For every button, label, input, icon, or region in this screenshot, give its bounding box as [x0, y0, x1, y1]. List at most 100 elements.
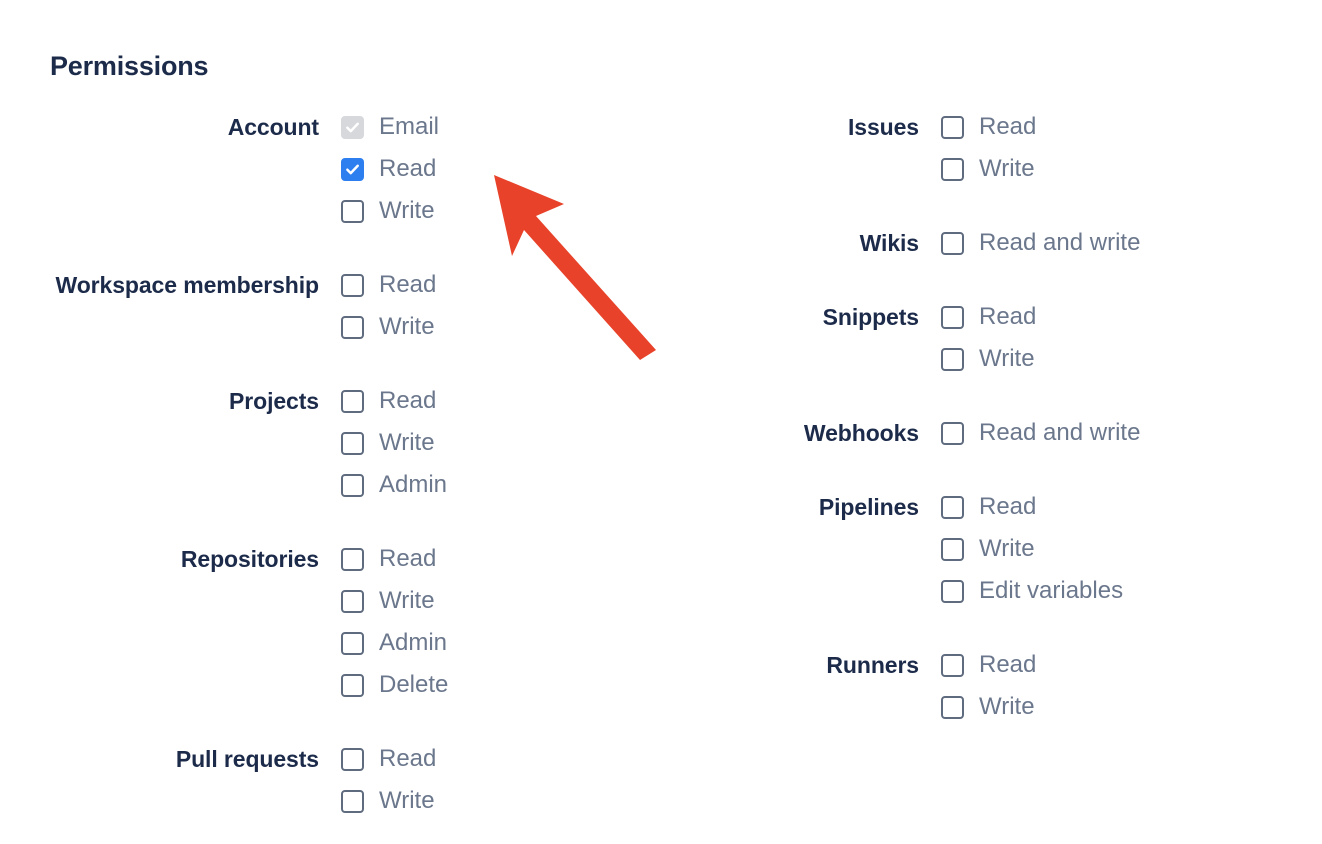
checkbox-read[interactable] — [941, 115, 964, 139]
permission-option-row[interactable]: Edit variables — [941, 570, 1322, 612]
permission-group-label: Pull requests — [175, 746, 319, 772]
permission-option-label: Write — [379, 197, 435, 224]
checkbox-read[interactable] — [341, 747, 364, 771]
permission-option-row[interactable]: Write — [341, 780, 660, 822]
checkbox-write[interactable] — [941, 157, 964, 181]
permission-option-row[interactable]: Admin — [341, 464, 660, 506]
checkbox-read[interactable] — [341, 273, 364, 297]
permission-group-label: Snippets — [822, 304, 919, 330]
page-title: Permissions — [50, 51, 209, 81]
permission-option-row[interactable]: Read — [941, 106, 1322, 148]
permission-option-label: Read and write — [979, 419, 1141, 446]
checkbox-admin[interactable] — [341, 631, 364, 655]
permission-option-label: Write — [979, 345, 1035, 372]
permission-option-label: Write — [979, 693, 1035, 720]
checkbox-write[interactable] — [341, 431, 364, 455]
permission-option-row[interactable]: Write — [941, 528, 1322, 570]
checkbox-email — [341, 115, 364, 139]
permission-option-row[interactable]: Admin — [341, 622, 660, 664]
permission-option-label: Read — [979, 651, 1037, 678]
checkbox-read-and-write[interactable] — [941, 421, 964, 445]
permission-option-row[interactable]: Read — [941, 296, 1322, 338]
checkbox-read[interactable] — [941, 653, 964, 677]
permission-option-row[interactable]: Write — [941, 338, 1322, 380]
checkbox-read[interactable] — [341, 157, 364, 181]
permission-group-label: Pipelines — [818, 494, 919, 520]
permission-option-row[interactable]: Email — [341, 106, 660, 148]
permission-option-row[interactable]: Read — [341, 380, 660, 422]
permission-option-row[interactable]: Read — [941, 644, 1322, 686]
checkbox-write[interactable] — [341, 315, 364, 339]
permission-group-label: Workspace membership — [55, 272, 320, 298]
permission-option-row[interactable]: Write — [341, 422, 660, 464]
permission-option-row[interactable]: Read — [941, 486, 1322, 528]
checkbox-read[interactable] — [341, 389, 364, 413]
checkbox-write[interactable] — [941, 537, 964, 561]
permission-option-label: Read — [979, 303, 1037, 330]
permission-option-label: Email — [379, 113, 440, 140]
permission-option-row[interactable]: Write — [341, 580, 660, 622]
permission-option-label: Read — [379, 387, 437, 414]
permission-option-label: Read — [379, 745, 437, 772]
permission-option-row[interactable]: Write — [941, 686, 1322, 728]
permission-option-row[interactable]: Write — [341, 190, 660, 232]
checkbox-read-and-write[interactable] — [941, 231, 964, 255]
permission-option-label: Read — [379, 545, 437, 572]
permission-option-label: Write — [379, 313, 435, 340]
permission-group-label: Wikis — [859, 230, 919, 256]
permission-option-row[interactable]: Read — [341, 148, 660, 190]
permission-option-row[interactable]: Read — [341, 738, 660, 780]
permission-option-row[interactable]: Read — [341, 264, 660, 306]
checkbox-write[interactable] — [341, 589, 364, 613]
permission-option-label: Write — [979, 155, 1035, 182]
permission-option-label: Read and write — [979, 229, 1141, 256]
permission-option-row[interactable]: Read — [341, 538, 660, 580]
permission-option-label: Admin — [379, 629, 448, 656]
checkbox-write[interactable] — [941, 347, 964, 371]
permission-group-label: Issues — [847, 114, 919, 140]
permission-option-row[interactable]: Write — [941, 148, 1322, 190]
permission-group-label: Runners — [826, 652, 919, 678]
permission-option-row[interactable]: Read and write — [941, 412, 1322, 454]
checkbox-admin[interactable] — [341, 473, 364, 497]
permission-option-list: Read and write — [941, 222, 1322, 264]
permission-option-label: Read — [379, 271, 437, 298]
permission-option-label: Read — [979, 493, 1037, 520]
checkbox-edit-variables[interactable] — [941, 579, 964, 603]
permission-option-label: Admin — [379, 471, 448, 498]
permission-option-row[interactable]: Write — [341, 306, 660, 348]
permission-option-label: Read — [379, 155, 437, 182]
checkbox-write[interactable] — [341, 789, 364, 813]
permission-option-label: Delete — [379, 671, 449, 698]
checkbox-write[interactable] — [341, 199, 364, 223]
permission-group-label: Account — [227, 114, 319, 140]
checkbox-write[interactable] — [941, 695, 964, 719]
checkbox-read[interactable] — [941, 495, 964, 519]
permission-option-row[interactable]: Read and write — [941, 222, 1322, 264]
permission-group-label: Repositories — [180, 546, 319, 572]
permission-group-label: Webhooks — [803, 420, 919, 446]
permission-option-list: Read and write — [941, 412, 1322, 454]
permission-option-label: Write — [979, 535, 1035, 562]
checkbox-read[interactable] — [941, 305, 964, 329]
permission-group-label: Projects — [229, 388, 319, 414]
checkbox-read[interactable] — [341, 547, 364, 571]
permission-option-label: Write — [379, 787, 435, 814]
permission-option-label: Read — [979, 113, 1037, 140]
permission-option-label: Edit variables — [979, 577, 1124, 604]
checkbox-delete[interactable] — [341, 673, 364, 697]
permission-option-label: Write — [379, 587, 435, 614]
permission-option-row[interactable]: Delete — [341, 664, 660, 706]
